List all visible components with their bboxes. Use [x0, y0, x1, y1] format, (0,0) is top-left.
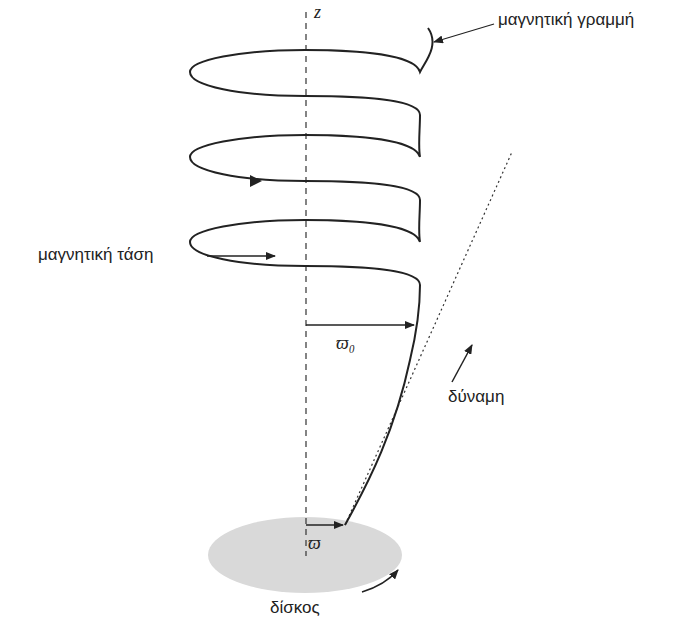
axis-label: z: [314, 2, 321, 24]
force-label: δύναμη: [448, 387, 504, 407]
radius-arrow-small: [306, 524, 343, 526]
radius-label: ϖ₀: [336, 333, 355, 355]
tension-arrow: [207, 255, 275, 257]
magnetic-field-line: [190, 28, 433, 525]
leader-arrow: [434, 24, 494, 42]
rotation-arrow: [362, 570, 398, 592]
radius-label: ϖ: [308, 533, 321, 555]
radius-arrow: [306, 324, 414, 326]
disk-label: δίσκος: [270, 598, 320, 618]
direction-arrowhead: [250, 175, 262, 187]
force-arrow: [452, 345, 472, 382]
disk-shape: [208, 517, 402, 593]
tension-label: μαγνητική τάση: [38, 245, 154, 265]
field-line-label: μαγνητική γραμμή: [498, 10, 634, 30]
z-axis: [305, 12, 306, 556]
tangent-line: [345, 152, 512, 525]
